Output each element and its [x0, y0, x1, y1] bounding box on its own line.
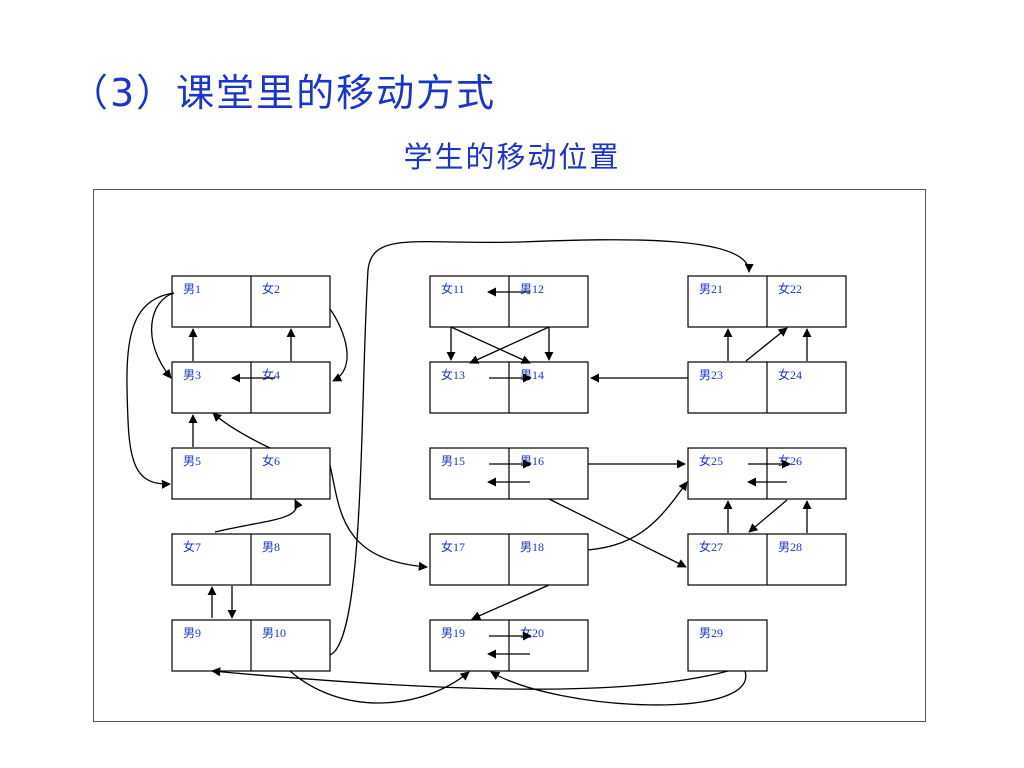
- seat-label-s20: 女20: [520, 625, 544, 640]
- seat-label-s8: 男8: [262, 540, 280, 554]
- desk-grid: [171, 275, 847, 672]
- seat-label-s21: 男21: [699, 282, 723, 296]
- arrow-s18-to-s25: [587, 481, 688, 551]
- movement-arrows: [126, 239, 812, 706]
- arrow-s10-to-s21: [329, 239, 754, 656]
- slide-title: （3）课堂里的移动方式: [70, 71, 497, 115]
- seat-label-s2: 女2: [262, 281, 280, 296]
- arrow-s11-to-s14: [450, 326, 531, 364]
- seat-label-s9: 男9: [183, 626, 201, 640]
- arrow-s1-to-s5: [126, 292, 175, 489]
- arrow-s26-to-s27: [748, 499, 788, 533]
- seat-label-s4: 女4: [262, 367, 280, 382]
- seat-label-s3: 男3: [183, 368, 201, 382]
- seat-label-s26: 女26: [778, 453, 802, 468]
- seat-labels: 男1 女2 男3 女4 男5 女6 女7 男8 男9 男10 女11 男12 女13 男14 男15 男16 女…: [183, 281, 802, 640]
- diagram-frame: [93, 189, 926, 722]
- seat-label-s24: 女24: [778, 367, 802, 382]
- arrow-s7-to-s6: [214, 499, 303, 533]
- seat-label-s28: 男28: [778, 540, 802, 554]
- arrow-s29-to-s19: [490, 670, 747, 706]
- seat-label-s11: 女11: [441, 281, 465, 296]
- seat-label-s25: 女25: [699, 453, 723, 468]
- seat-label-s16: 男16: [520, 454, 544, 468]
- seat-label-s27: 女27: [699, 539, 723, 554]
- seat-label-s7: 女7: [183, 539, 201, 554]
- arrow-s29-to-s9: [211, 667, 729, 690]
- seat-label-s17: 女17: [441, 539, 465, 554]
- seat-label-s19: 男19: [441, 626, 465, 640]
- seat-label-s22: 女22: [778, 281, 802, 296]
- seat-label-s5: 男5: [183, 454, 201, 468]
- seat-label-s12: 男12: [520, 282, 544, 296]
- arrow-s6-to-s3: [212, 412, 271, 449]
- arrow-s2-to-s4: [329, 308, 348, 382]
- seat-label-s10: 男10: [262, 626, 286, 640]
- seat-label-s18: 男18: [520, 540, 544, 554]
- seat-label-s14: 男14: [520, 368, 544, 382]
- arrow-s1-to-s3: [150, 292, 175, 379]
- seat-label-s1: 男1: [183, 282, 201, 296]
- arrow-s18-to-s19: [471, 584, 550, 620]
- seat-label-s13: 女13: [441, 367, 465, 382]
- seat-label-s23: 男23: [699, 368, 723, 382]
- seat-label-s15: 男15: [441, 454, 465, 468]
- arrow-s6-to-s17: [329, 464, 428, 571]
- arrow-s23-to-s22: [745, 327, 788, 362]
- diagram-subtitle: 学生的移动位置: [403, 140, 621, 174]
- arrow-s16-to-s27: [548, 498, 687, 568]
- arrow-s12-to-s13: [469, 326, 550, 364]
- seat-label-s29: 男29: [699, 626, 723, 640]
- arrow-s10-to-s19: [289, 670, 470, 704]
- seat-label-s6: 女6: [262, 453, 280, 468]
